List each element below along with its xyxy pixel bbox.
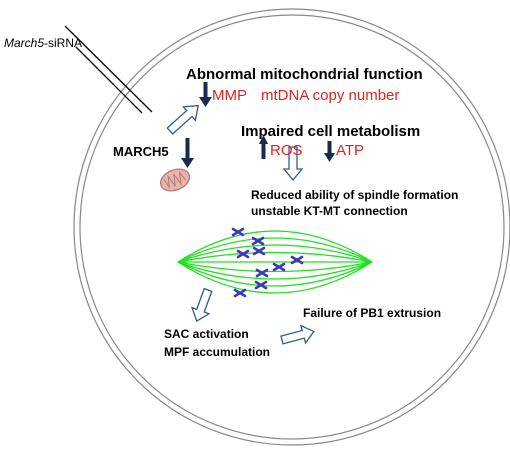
ros-label: ROS	[270, 142, 303, 159]
sirna-line-1	[64, 25, 153, 113]
chromosome-icon	[254, 280, 268, 290]
outline-arrow-spindle-to-sac	[190, 287, 213, 322]
sac-activation-label: SAC activation	[164, 327, 249, 341]
chromosome-icon	[233, 288, 247, 298]
outline-arrow-mpf-to-pb1	[280, 324, 315, 345]
chromosome-icon	[251, 236, 265, 246]
chromosome-icon	[290, 255, 304, 265]
outline-arrow-to-spindle-defect	[282, 146, 304, 182]
atp-label: ATP	[336, 142, 365, 159]
outline-arrow-march5-to-mito	[166, 104, 200, 135]
ros-up-arrow	[259, 135, 268, 159]
chromosome-icon	[255, 268, 269, 278]
chromosome-icon	[236, 249, 250, 259]
atp-down-arrow	[324, 141, 335, 162]
mpf-accumulation-label: MPF accumulation	[164, 345, 271, 359]
chromosome-icon	[252, 246, 266, 256]
reduced-spindle-label: Reduced ability of spindle formation	[251, 188, 459, 202]
chromosome-icon	[231, 227, 245, 237]
pb1-failure-label: Failure of PB1 extrusion	[303, 306, 442, 320]
sirna-label: March5-siRNA	[4, 36, 82, 50]
chromosome-icon	[272, 262, 286, 272]
march5-down-arrow	[181, 138, 194, 168]
chromosome-marks	[231, 227, 304, 298]
cell-outer-membrane	[73, 8, 510, 446]
mmp-down-arrow	[199, 82, 212, 107]
mmp-label: MMP	[212, 87, 247, 104]
cell-inner-membrane	[79, 14, 505, 440]
unstable-ktmt-label: unstable KT-MT connection	[251, 204, 408, 218]
march5-label: MARCH5	[113, 144, 169, 159]
sirna-line-2	[75, 46, 143, 114]
impaired-metabolism-title: Impaired cell metabolism	[241, 123, 421, 140]
sirna-suffix: -siRNA	[44, 36, 83, 50]
abnormal-mito-title: Abnormal mitochondrial function	[186, 66, 423, 83]
spindle-icon	[177, 230, 373, 294]
sirna-gene-name: March5	[4, 36, 45, 50]
mitochondrion-icon	[159, 168, 191, 192]
mtdna-label: mtDNA copy number	[261, 87, 400, 104]
